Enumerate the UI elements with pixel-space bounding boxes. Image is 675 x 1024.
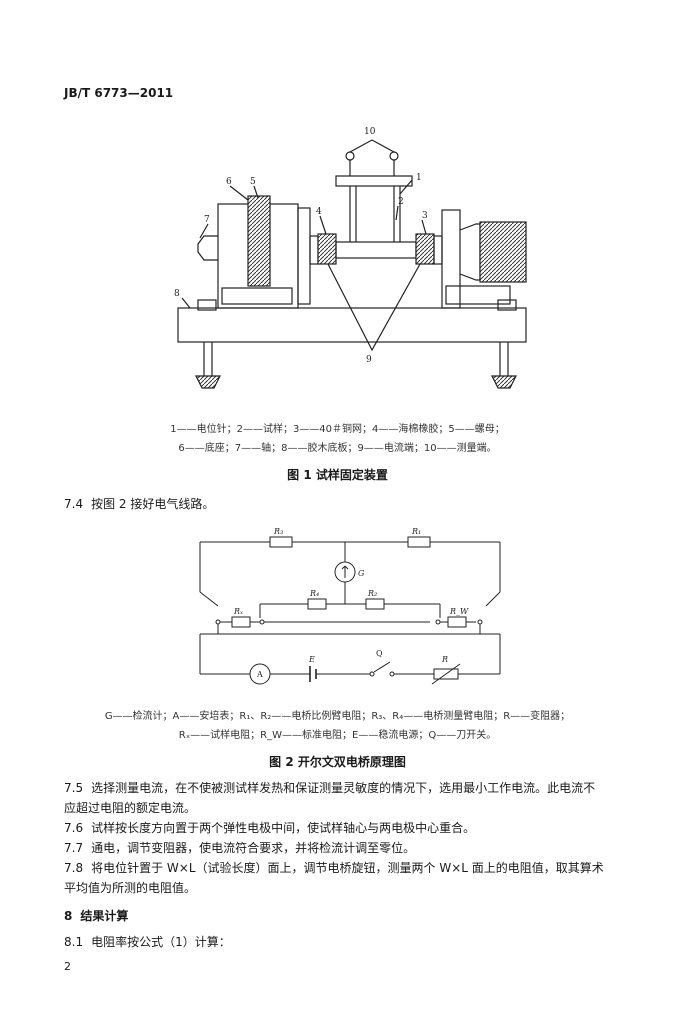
figure-2-legend-line-2: Rₓ——试样电阻；R_W——标准电阻；E——稳流电源；Q——刀开关。 <box>178 730 497 741</box>
paragraph-text: 将电位针置于 W×L（试验长度）面上，调节电桥旋钮，测量两个 W×L 面上的电阻… <box>91 861 604 875</box>
paragraph-7-7: 7.7 通电，调节变阻器，使电流符合要求，并将检流计调至零位。 <box>64 838 636 858</box>
fig2-label-q: Q <box>376 649 383 658</box>
fig2-label-r4: R₄ <box>309 589 319 598</box>
paragraph-7-6: 7.6 试样按长度方向置于两个弹性电极中间，使试样轴心与两电极中心重合。 <box>64 818 636 838</box>
section-title: 结果计算 <box>80 909 129 923</box>
fig1-label-7: 7 <box>204 215 210 225</box>
figure-2-caption: 图 2 开尔文双电桥原理图 <box>269 755 406 769</box>
section-7-4: 7.4 按图 2 接好电气线路。 <box>64 494 636 514</box>
figure-1-fixture-drawing: 1 2 3 4 5 6 7 8 9 10 <box>174 127 527 389</box>
section-number: 7.5 <box>64 781 84 795</box>
figure-1-caption: 图 1 试样固定装置 <box>287 468 388 482</box>
resistor-r3 <box>269 536 293 548</box>
section-number: 8.1 <box>64 935 84 949</box>
resistor-r1 <box>407 536 431 548</box>
nut <box>247 195 271 287</box>
resistor-r2 <box>365 598 385 610</box>
fig1-label-1: 1 <box>416 173 422 183</box>
resistor-r4 <box>307 598 327 610</box>
section-number: 7.6 <box>64 821 84 835</box>
fig1-label-4: 4 <box>316 207 322 217</box>
section-number: 7.4 <box>64 497 84 511</box>
standard-code: JB/T 6773—2011 <box>64 86 174 100</box>
specimen <box>335 241 417 259</box>
top-frame <box>335 175 413 187</box>
section-8-1: 8.1 电阻率按公式（1）计算： <box>64 932 636 952</box>
paragraph-7-8: 7.8 将电位针置于 W×L（试验长度）面上，调节电桥旋钮，测量两个 W×L 面上… <box>64 858 636 878</box>
paragraph-text: 试样按长度方向置于两个弹性电极中间，使试样轴心与两电极中心重合。 <box>91 821 476 835</box>
figure-2-kelvin-bridge-schematic: R₃ R₁ G R₄ R₂ Rₓ R_W A E Q R <box>199 527 501 685</box>
fig2-label-g: G <box>358 569 365 578</box>
section-number: 7.8 <box>64 861 84 875</box>
fig2-label-r1: R₁ <box>411 527 421 536</box>
fig2-label-rx: Rₓ <box>233 607 243 616</box>
paragraph-text: 通电，调节变阻器，使电流符合要求，并将检流计调至零位。 <box>91 841 416 855</box>
page-number: 2 <box>64 960 71 973</box>
fig2-label-e: E <box>308 655 315 664</box>
fig2-label-rw: R_W <box>449 607 469 616</box>
bakelite-base-plate <box>177 307 527 343</box>
fig1-label-9: 9 <box>366 355 372 365</box>
section-text: 电阻率按公式（1）计算： <box>91 935 231 949</box>
fig1-label-5: 5 <box>250 177 256 187</box>
fig1-label-2: 2 <box>398 197 404 207</box>
section-text: 按图 2 接好电气线路。 <box>91 497 215 511</box>
fig2-label-r3: R₃ <box>273 527 283 536</box>
fig1-label-3: 3 <box>422 211 428 221</box>
section-number: 7.7 <box>64 841 84 855</box>
section-number: 8 <box>64 909 73 923</box>
paragraph-7-5: 7.5 选择测量电流，在不使被测试样发热和保证测量灵敏度的情况下，选用最小工作电流… <box>64 778 636 798</box>
paragraph-7-5-cont: 应超过电阻的额定电流。 <box>64 798 636 818</box>
section-8-heading: 8 结果计算 <box>64 906 636 926</box>
fig1-label-6: 6 <box>226 177 232 187</box>
paragraph-text: 应超过电阻的额定电流。 <box>64 801 197 815</box>
resistor-rx <box>231 616 251 628</box>
paragraph-text: 平均值为所测的电阻值。 <box>64 881 197 895</box>
resistor-rw <box>447 616 467 628</box>
figure-2-legend-line-1: G——检流计；A——安培表；R₁、R₂——电桥比例臂电阻；R₃、R₄——电桥测量… <box>104 711 571 722</box>
fig2-label-a: A <box>256 670 263 679</box>
fig1-label-8: 8 <box>174 289 180 299</box>
figure-1-legend-line-1: 1——电位针；2——试样；3——40＃铜网；4——海棉橡胶；5——螺母； <box>170 424 505 435</box>
fig2-label-r2: R₂ <box>367 589 377 598</box>
fig1-label-10: 10 <box>364 127 376 137</box>
right-knob <box>479 221 527 283</box>
paragraph-text: 选择测量电流，在不使被测试样发热和保证测量灵敏度的情况下，选用最小工作电流。此电… <box>91 781 596 795</box>
fig2-label-r: R <box>441 655 448 664</box>
paragraph-7-8-cont: 平均值为所测的电阻值。 <box>64 878 636 898</box>
figure-1-legend-line-2: 6——底座；7——轴；8——胶木底板；9——电流端；10——测量端。 <box>178 443 497 454</box>
